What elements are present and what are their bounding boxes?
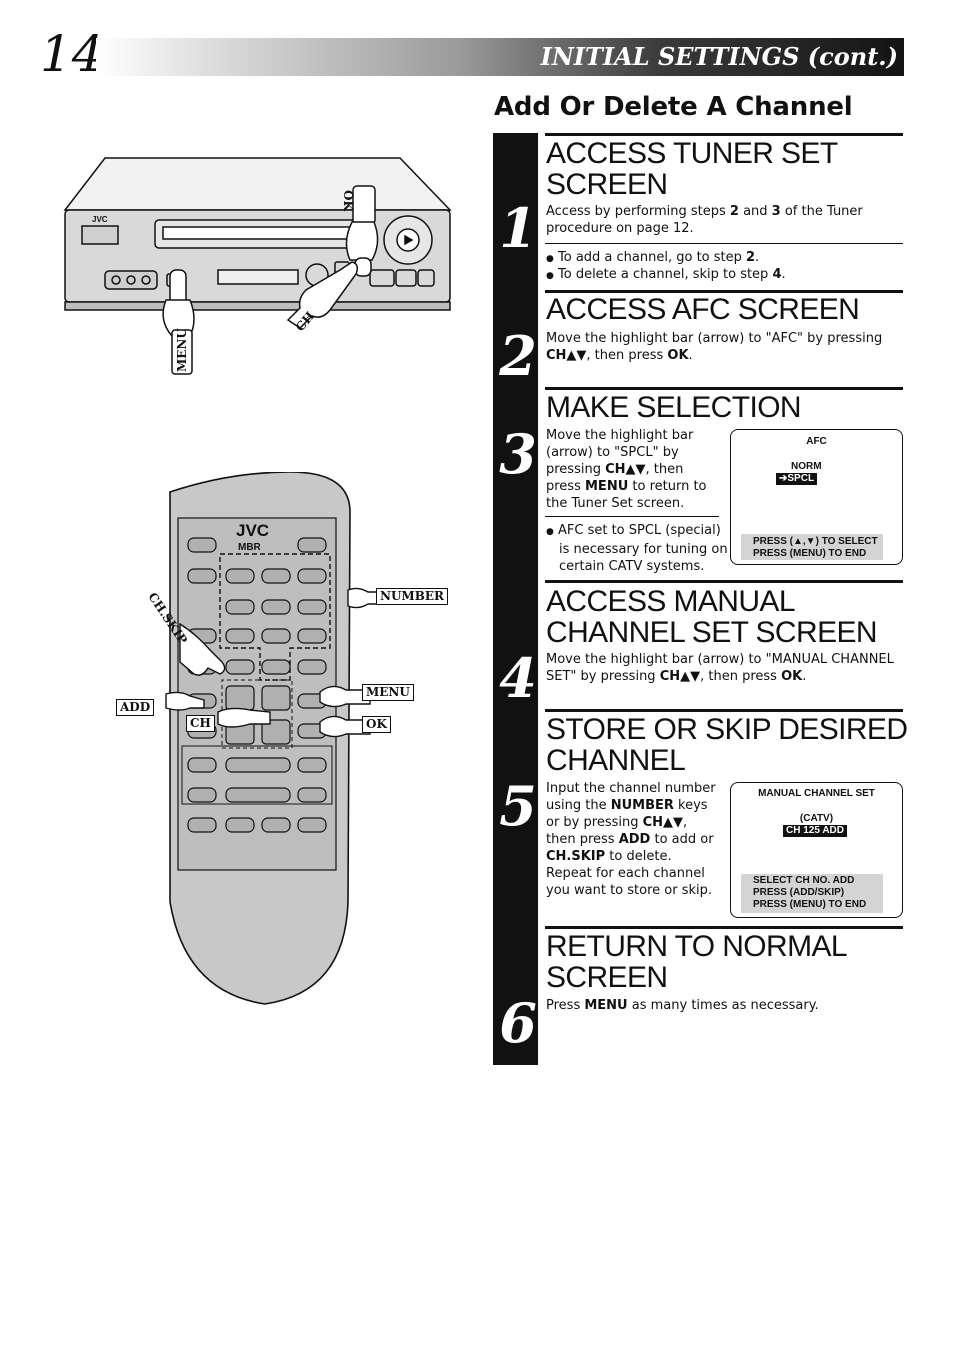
step-3-bullet: ●AFC set to SPCL (special) is necessary … (546, 523, 728, 574)
svg-text:JVC: JVC (92, 215, 108, 224)
header-title: INITIAL SETTINGS (cont.) (540, 42, 898, 71)
remote-brand: JVC (236, 521, 269, 540)
step-4-rule (545, 580, 903, 583)
page-number: 14 (40, 25, 104, 83)
step-5-heading-line2: CHANNEL (546, 744, 686, 777)
step-5-rule (545, 709, 903, 712)
vcr-illustration: JVC (63, 157, 452, 375)
remote-number-label: NUMBER (376, 588, 448, 605)
step-5-body: Input the channel number using the NUMBE… (546, 781, 716, 898)
manual-help-1: SELECT CH NO. ADD (753, 875, 855, 886)
remote-menu-label: MENU (362, 684, 414, 701)
afc-option-spcl: ➔SPCL (776, 473, 818, 485)
manual-screen-title: MANUAL CHANNEL SET (758, 788, 875, 799)
manual-help-2: PRESS (ADD/SKIP) (753, 887, 845, 898)
step-1-bullet-1: ●To add a channel, go to step 2. (546, 250, 760, 265)
afc-help-2: PRESS (MENU) TO END (753, 548, 867, 559)
step-3-number: 3 (499, 422, 537, 486)
step-3-heading: MAKE SELECTION (546, 391, 802, 424)
step-5-heading-line1: STORE OR SKIP DESIRED (546, 713, 908, 746)
step-3-body: Move the highlight bar (arrow) to "SPCL"… (546, 428, 707, 511)
section-title: Add Or Delete A Channel (494, 92, 853, 122)
remote-logo: MBR (238, 542, 262, 553)
step-2-number: 2 (499, 324, 537, 388)
step-1-number: 1 (499, 196, 537, 260)
step-1-divider (545, 243, 903, 244)
step-4-heading-line2: CHANNEL SET SCREEN (546, 616, 878, 649)
afc-screen-title: AFC (806, 436, 827, 447)
remote-ch-label: CH (186, 715, 215, 732)
step-3-divider (545, 516, 719, 517)
manual-help-3: PRESS (MENU) TO END (753, 899, 867, 910)
step-4-body: Move the highlight bar (arrow) to "MANUA… (546, 652, 894, 684)
afc-screen: AFC NORM ➔SPCL PRESS (▲,▼) TO SELECT PRE… (730, 429, 903, 565)
step-1-body: Access by performing steps 2 and 3 of th… (546, 204, 863, 236)
step-3-rule (545, 387, 903, 390)
remote-ok-label: OK (362, 716, 391, 733)
step-2-heading: ACCESS AFC SCREEN (546, 293, 860, 326)
afc-option-norm: NORM (791, 461, 822, 472)
step-2-body: Move the highlight bar (arrow) to "AFC" … (546, 331, 883, 363)
step-4-number: 4 (499, 646, 537, 710)
remote-illustration: JVC MBR (165, 472, 411, 1005)
step-4-heading-line1: ACCESS MANUAL (546, 585, 796, 618)
step-6-heading-line2: SCREEN (546, 961, 668, 994)
step-6-number: 6 (499, 991, 537, 1055)
step-6-rule (545, 926, 903, 929)
manual-channel-screen: MANUAL CHANNEL SET (CATV) CH 125 ADD SEL… (730, 782, 903, 918)
step-5-number: 5 (499, 774, 537, 838)
manual-screen-sub: (CATV) (799, 813, 834, 824)
vcr-menu-label: MENU (175, 328, 189, 372)
step-1-heading-line1: ACCESS TUNER SET (546, 137, 838, 170)
vcr-ok-label: OK (341, 190, 355, 211)
manual-help-bar (741, 874, 883, 913)
step-6-heading-line1: RETURN TO NORMAL (546, 930, 848, 963)
afc-help-bar (741, 534, 883, 560)
afc-help-1: PRESS (▲,▼) TO SELECT (753, 536, 878, 547)
header-bar: INITIAL SETTINGS (cont.) (96, 38, 904, 76)
remote-add-label: ADD (116, 699, 155, 716)
step-number-column (493, 133, 538, 1065)
step-1-bullet-2: ●To delete a channel, skip to step 4. (546, 267, 786, 282)
step-2-rule (545, 290, 903, 293)
step-1-heading-line2: SCREEN (546, 168, 668, 201)
step-6-body: Press MENU as many times as necessary. (546, 998, 819, 1013)
step-1-rule (545, 133, 903, 136)
manual-screen-value: CH 125 ADD (783, 825, 847, 837)
